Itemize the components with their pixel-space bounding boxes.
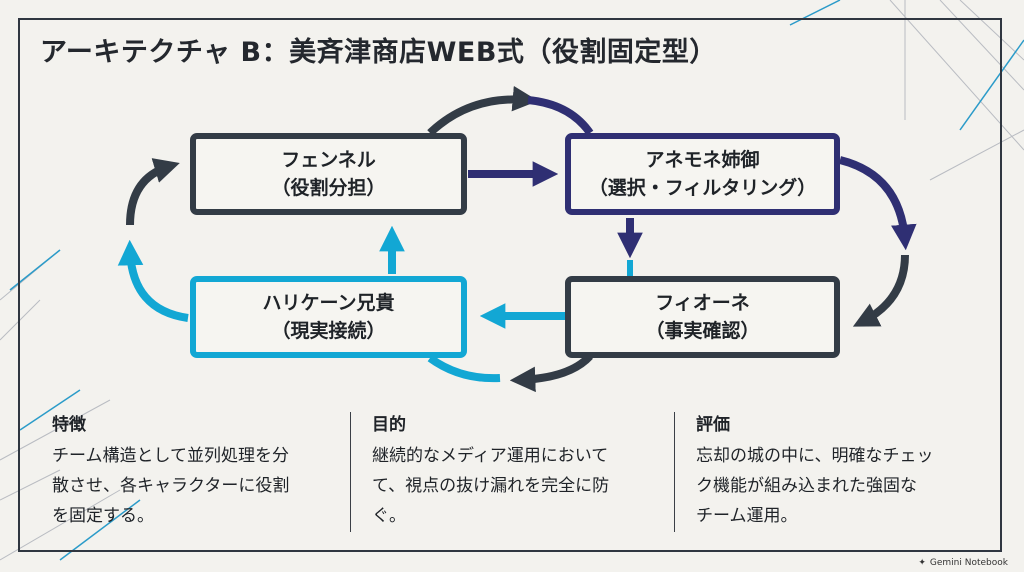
column-purpose-line: 継続的なメディア運用において — [372, 446, 609, 466]
node-hurricane-role: （現実接続） — [271, 320, 386, 342]
column-purpose-body: 継続的なメディア運用において て、視点の抜け漏れを完全に防 ぐ。 — [372, 441, 662, 531]
arrow-right-loop-lower — [852, 254, 909, 327]
column-evaluation-body: 忘却の城の中に、明確なチェッ ク機能が組み込まれた強固な チーム運用。 — [696, 441, 996, 531]
column-purpose-line: ぐ。 — [372, 506, 406, 526]
column-evaluation: 評価 忘却の城の中に、明確なチェッ ク機能が組み込まれた強固な チーム運用。 — [696, 410, 996, 530]
arrow-left-loop-upper — [126, 158, 180, 226]
sparkle-icon: ✦ — [918, 558, 926, 568]
column-features-line: 散させ、各キャラクターに役割 — [52, 476, 290, 496]
column-evaluation-heading: 評価 — [696, 415, 730, 435]
node-hurricane-name: ハリケーン兄貴 — [262, 292, 395, 314]
node-fione-name: フィオーネ — [655, 292, 750, 314]
node-anemone: アネモネ姉御 （選択・フィルタリング） — [565, 133, 840, 215]
node-anemone-name: アネモネ姉御 — [645, 149, 760, 171]
node-fione: フィオーネ （事実確認） — [565, 276, 840, 358]
footer-label: Gemini Notebook — [929, 558, 1008, 568]
footer-branding: ✦ Gemini Notebook — [918, 558, 1008, 568]
column-features-line: を固定する。 — [52, 506, 154, 526]
node-funnel-name: フェンネル — [281, 149, 376, 171]
column-purpose-heading: 目的 — [372, 415, 406, 435]
node-anemone-role: （選択・フィルタリング） — [588, 177, 817, 199]
column-evaluation-line: チーム運用。 — [696, 506, 798, 526]
page-title: アーキテクチャ B：美斉津商店WEB式（役割固定型） — [40, 37, 717, 68]
content-frame — [18, 18, 1002, 552]
node-hurricane: ハリケーン兄貴 （現実接続） — [190, 276, 467, 358]
arrow-left-loop — [117, 239, 189, 322]
column-evaluation-line: ク機能が組み込まれた強固な — [696, 476, 917, 496]
column-purpose: 目的 継続的なメディア運用において て、視点の抜け漏れを完全に防 ぐ。 — [372, 410, 662, 530]
column-features-line: チーム構造として並列処理を分 — [52, 446, 289, 466]
column-features-body: チーム構造として並列処理を分 散させ、各キャラクターに役割 を固定する。 — [52, 441, 342, 531]
node-funnel-role: （役割分担） — [271, 177, 386, 199]
column-divider — [674, 412, 675, 532]
arrow-bottom-arc — [427, 354, 501, 383]
arrow-bottom-arc-head — [509, 353, 593, 393]
column-features-heading: 特徴 — [52, 415, 86, 435]
arrow-top-arc-tail — [527, 96, 594, 136]
column-evaluation-line: 忘却の城の中に、明確なチェッ — [696, 446, 934, 466]
arrow-right-loop — [838, 156, 917, 251]
arrow-top-arc — [427, 85, 539, 136]
node-fione-role: （事実確認） — [645, 320, 760, 342]
column-purpose-line: て、視点の抜け漏れを完全に防 — [372, 476, 610, 496]
column-divider — [350, 412, 351, 532]
column-features: 特徴 チーム構造として並列処理を分 散させ、各キャラクターに役割 を固定する。 — [52, 410, 342, 530]
node-funnel: フェンネル （役割分担） — [190, 133, 467, 215]
